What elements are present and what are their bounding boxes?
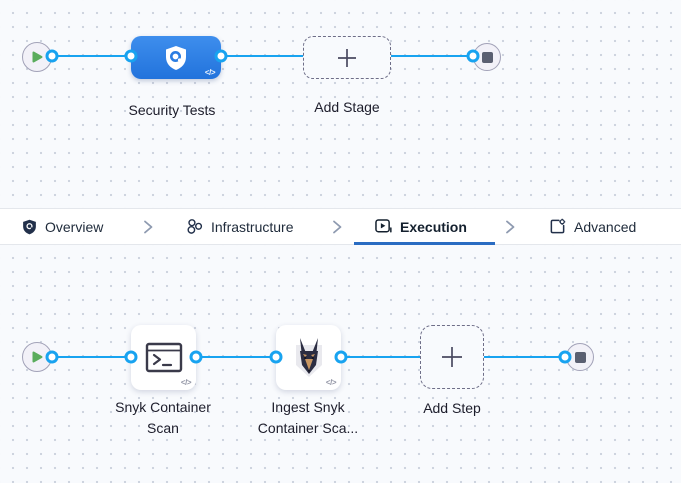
step-node-snyk-container-scan[interactable]: </>: [131, 325, 196, 390]
play-icon: [32, 351, 43, 363]
add-step-label[interactable]: Add Step: [423, 400, 481, 416]
play-icon: [32, 51, 43, 63]
stage-node-security-tests[interactable]: </>: [131, 36, 221, 79]
stage-config-tab-bar: Overview Infrastructure Execution: [0, 208, 681, 245]
connector-dot[interactable]: [124, 350, 138, 364]
step-label[interactable]: Ingest Snyk Container Sca...: [257, 399, 359, 436]
play-box-icon: [375, 218, 392, 232]
connector-line: [221, 55, 303, 57]
plus-icon: [338, 48, 356, 67]
step-label[interactable]: Snyk Container Scan: [115, 399, 211, 436]
connector-line: [37, 55, 131, 57]
execution-step-canvas[interactable]: </> </>: [0, 245, 681, 483]
shield-gear-icon: [23, 219, 36, 234]
tab-label: Infrastructure: [211, 218, 294, 235]
connector-dot[interactable]: [334, 350, 348, 364]
connector-dot[interactable]: [45, 350, 59, 364]
stage-label[interactable]: Security Tests: [128, 102, 216, 118]
connector-line: [391, 55, 473, 57]
connector-line: [196, 356, 276, 358]
pipeline-start-node: [22, 42, 52, 72]
stage-canvas[interactable]: </> Security Tests Add Stage: [0, 0, 681, 208]
tab-label: Overview: [45, 218, 104, 235]
add-stage-button[interactable]: [303, 36, 391, 79]
connector-dot[interactable]: [189, 350, 203, 364]
add-step-button[interactable]: [420, 325, 484, 389]
plus-icon: [442, 347, 462, 367]
tab-overview[interactable]: Overview: [22, 209, 103, 244]
connector-dot[interactable]: [45, 49, 59, 63]
chevron-right-icon: [144, 220, 153, 234]
yaml-code-badge: </>: [180, 378, 192, 387]
connector-line: [484, 356, 566, 358]
stop-icon: [574, 351, 586, 363]
connector-dot[interactable]: [269, 350, 283, 364]
tab-label: Advanced: [574, 218, 637, 235]
connector-dot[interactable]: [558, 350, 572, 364]
tab-advanced[interactable]: Advanced: [549, 209, 636, 244]
connector-line: [37, 356, 131, 358]
active-tab-underline: [354, 242, 495, 245]
connector-dot[interactable]: [466, 49, 480, 63]
yaml-code-badge: </>: [325, 378, 337, 387]
stop-icon: [481, 51, 493, 63]
tab-execution[interactable]: Execution: [375, 209, 467, 244]
chevron-right-icon: [333, 220, 342, 234]
pipeline-end-node: [473, 43, 501, 71]
yaml-code-badge: </>: [204, 68, 216, 77]
box-gear-icon: [550, 218, 566, 234]
terminal-icon: [145, 342, 182, 372]
tab-label: Execution: [400, 218, 467, 235]
connector-dot[interactable]: [214, 49, 228, 63]
cluster-nodes-icon: [187, 219, 203, 234]
step-node-ingest-snyk[interactable]: </>: [276, 325, 341, 390]
tab-infrastructure[interactable]: Infrastructure: [186, 209, 293, 244]
connector-line: [341, 356, 420, 358]
snyk-dog-icon: [295, 337, 322, 377]
add-stage-label[interactable]: Add Stage: [314, 99, 380, 115]
chevron-right-icon: [506, 220, 515, 234]
shield-scan-icon: [166, 45, 186, 70]
connector-dot[interactable]: [124, 49, 138, 63]
